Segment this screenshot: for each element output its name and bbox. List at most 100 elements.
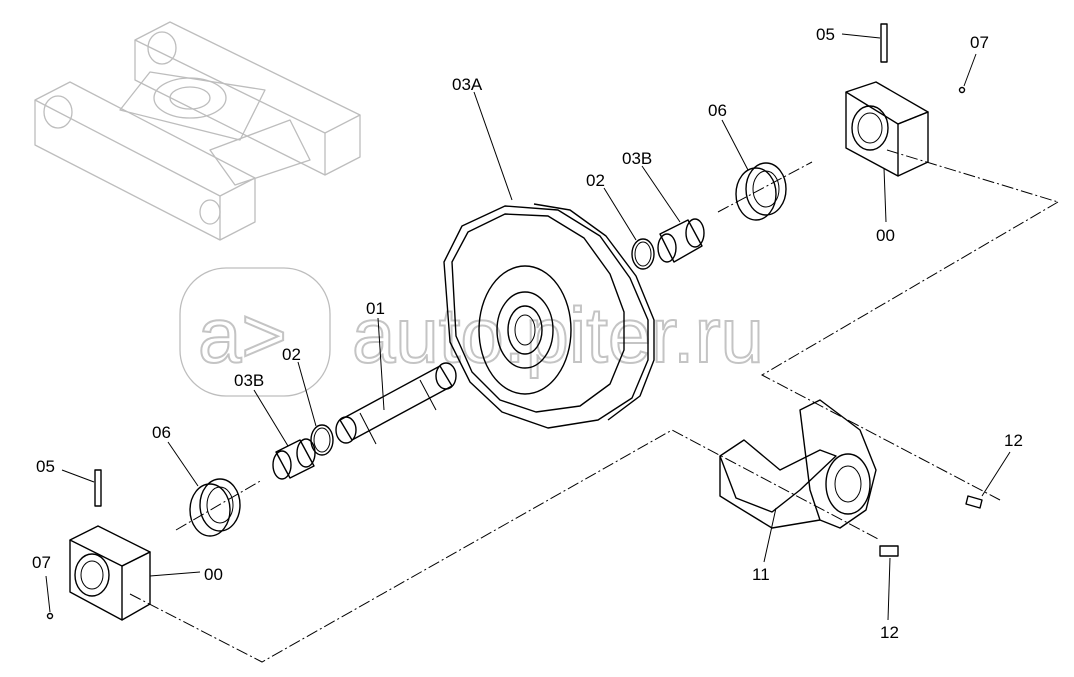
idler-wheel: [443, 91, 655, 429]
axis-seal-06-left: [175, 479, 263, 531]
bracket-head: [799, 399, 877, 529]
shaft-groove-2: [419, 379, 437, 411]
centerline-lower-left: [129, 429, 881, 663]
track-frame-context: [34, 21, 361, 241]
leader-02-left: [297, 361, 317, 427]
plug-right: [958, 86, 966, 94]
watermark-text: auto.piter.ru: [352, 291, 764, 379]
bracket-eye-bore: [834, 465, 862, 503]
leader-07-left: [45, 575, 51, 613]
block-right-front: [845, 92, 899, 177]
o-rings: [297, 187, 655, 456]
frame-idler-top: [147, 31, 177, 65]
label-00-right: 00: [876, 226, 895, 245]
centerline-bracket-right: [886, 149, 1059, 203]
frame-brace: [209, 119, 311, 186]
label-05-right: 05: [816, 25, 835, 44]
watermark: a> auto.piter.ru: [179, 267, 765, 397]
label-07-left: 07: [32, 553, 51, 572]
label-02-right: 02: [586, 171, 605, 190]
plug-left: [46, 612, 54, 620]
frame-bottom-rail-side: [219, 178, 256, 241]
label-03A: 03A: [452, 75, 483, 94]
watermark-logo-frame: [179, 267, 331, 397]
idler-wheel-rim: [451, 213, 625, 413]
leader-11: [763, 507, 777, 563]
bushing-left: [275, 439, 315, 479]
block-left-bore: [74, 553, 110, 597]
bolt-upper: [965, 495, 983, 509]
label-03B-right: 03B: [622, 149, 652, 168]
shaft-groove: [359, 412, 377, 445]
axis-seal-06-right: [717, 161, 813, 213]
pin-left: [94, 469, 102, 507]
block-left-side: [121, 551, 151, 621]
seal-left: [189, 483, 231, 537]
block-right-bore: [851, 105, 889, 151]
bolts: [879, 451, 1011, 621]
center-lines: [129, 149, 1059, 663]
leader-06-right: [721, 119, 749, 171]
frame-crossmember: [119, 71, 266, 141]
label-06-left: 06: [152, 423, 171, 442]
o-ring-right: [631, 238, 655, 270]
leader-01: [377, 317, 385, 411]
leader-00-left: [149, 571, 201, 577]
leader-07-right: [963, 53, 977, 87]
floating-seals: [167, 119, 787, 537]
idler-wheel-bore: [507, 305, 543, 355]
leader-05-left: [61, 469, 95, 483]
bracket-arm: [719, 439, 837, 513]
label-11: 11: [752, 565, 770, 584]
block-left-top: [69, 525, 151, 567]
block-left-front: [69, 540, 123, 621]
label-12-upper: 12: [1004, 431, 1023, 450]
leader-02-right: [603, 187, 637, 241]
leader-03B-left: [253, 389, 289, 447]
frame-top-rail: [134, 21, 361, 134]
pins: [61, 23, 888, 507]
label-01: 01: [366, 299, 385, 318]
block-right-side: [897, 111, 929, 177]
idler-wheel-web: [478, 265, 572, 395]
watermark-logo: a>: [198, 291, 287, 379]
pin-right: [880, 23, 888, 63]
idler-wheel-bore-inner: [514, 314, 536, 346]
leader-12-lower: [887, 557, 891, 621]
yoke-bracket: [719, 399, 877, 563]
label-06-right: 06: [708, 101, 727, 120]
label-05-left: 05: [36, 457, 55, 476]
bearing-block-left: [69, 525, 201, 621]
frame-idler-bottom: [43, 95, 73, 129]
frame-top-rail-side: [324, 115, 361, 176]
frame-center-boss-inner: [169, 86, 211, 110]
idler-wheel-outer: [443, 205, 649, 429]
callout-labels: 03A 01 02 02 03B 03B 06 06 05 05 07 07 0…: [32, 25, 1023, 642]
shaft: [335, 317, 457, 445]
frame-bottom-rail-edge: [34, 100, 221, 241]
bracket-eye: [825, 453, 871, 515]
label-12-lower: 12: [880, 623, 899, 642]
leader-06-left: [167, 441, 199, 487]
leader-00-right: [883, 167, 887, 223]
leader-03B-right: [641, 165, 681, 223]
frame-center-boss: [153, 77, 227, 119]
label-07-right: 07: [970, 33, 989, 52]
idler-wheel-flange: [533, 203, 655, 421]
leader-05-right: [841, 33, 881, 39]
plugs: [45, 53, 977, 620]
o-ring-left: [310, 424, 334, 456]
leader-12-upper: [981, 451, 1011, 497]
bracket-lower-edge: [719, 456, 821, 529]
shaft-end-right: [435, 362, 457, 390]
centerline-upper-right: [760, 201, 1059, 501]
bushing-right: [659, 219, 703, 263]
seal-right: [735, 167, 777, 221]
frame-bottom-rail: [34, 81, 256, 197]
frame-end-hole: [199, 199, 221, 225]
leader-03A: [473, 91, 513, 201]
frame-top-rail-edge: [134, 40, 326, 176]
label-02-left: 02: [282, 345, 301, 364]
